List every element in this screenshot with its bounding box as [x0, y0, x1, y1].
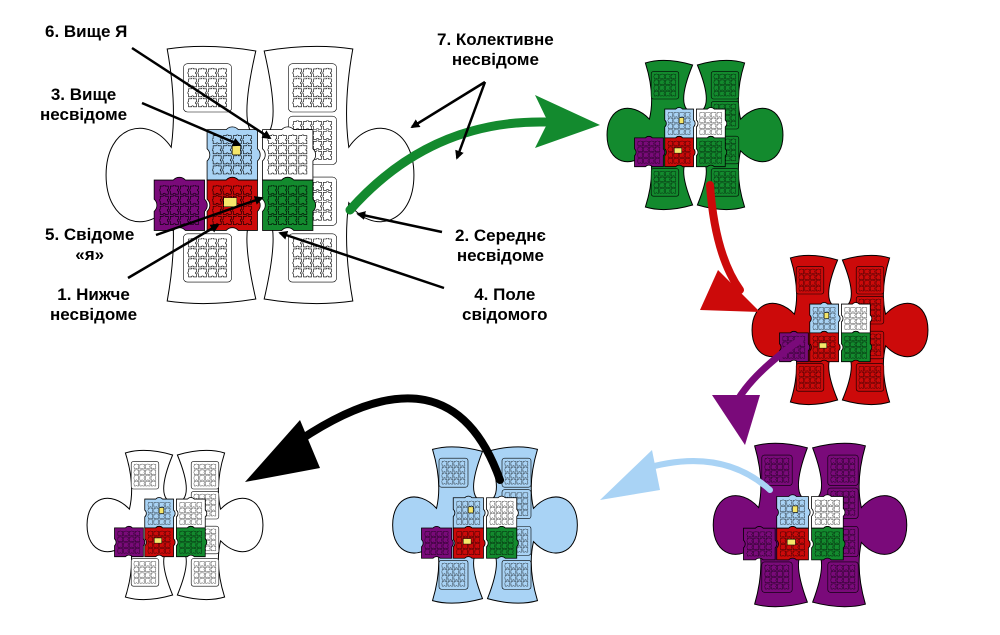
- piece-middle-unconscious: [841, 330, 873, 363]
- piece-higher-self: [792, 505, 798, 513]
- column-cell: [190, 461, 220, 490]
- column-cell: [183, 63, 232, 113]
- arrow-main-to-green: [345, 95, 600, 215]
- arrow-blue-to-white: [245, 394, 504, 484]
- label-line: 3. Вище: [50, 85, 117, 104]
- piece-higher-self: [823, 312, 830, 319]
- column-cell: [130, 461, 160, 490]
- arrow-red-to-purple: [712, 336, 804, 445]
- label-line: 6. Вище Я: [45, 22, 128, 41]
- column-cell: [438, 457, 469, 488]
- column-cell: [183, 233, 232, 283]
- label-higher-self: 6. Вище Я: [45, 22, 127, 42]
- pointer-middle-unconscious: [356, 211, 443, 234]
- column-cell: [855, 363, 885, 392]
- piece-lower-unconscious: [153, 176, 208, 231]
- piece-higher-self: [678, 117, 685, 124]
- pointer-lower-unconscious: [127, 223, 220, 280]
- column-cell: [827, 454, 859, 486]
- piece-lower-unconscious: [421, 526, 454, 559]
- piece-higher-self: [468, 506, 474, 514]
- label-line: 2. Середнє: [455, 226, 546, 245]
- puzzle-panel-green-stage: [606, 59, 784, 211]
- piece-conscious-i: [786, 539, 796, 546]
- arrow-green-to-red: [700, 181, 760, 312]
- piece-middle-unconscious: [176, 525, 208, 558]
- label-line: несвідоме: [40, 105, 128, 124]
- label-line: несвідоме: [50, 305, 138, 324]
- label-line: несвідоме: [456, 246, 545, 265]
- piece-conscious-i: [819, 342, 828, 349]
- piece-lower-unconscious: [634, 135, 666, 168]
- pointer-collective-2: [455, 81, 487, 160]
- pointer-conscious-i: [155, 196, 264, 237]
- puzzle-panel-white-stage: [86, 449, 264, 601]
- column-cell: [827, 561, 859, 593]
- column-cell: [795, 363, 825, 392]
- label-line: 7. Колективне: [437, 30, 554, 49]
- piece-lower-unconscious: [743, 526, 778, 561]
- column-cell: [761, 454, 793, 486]
- label-line: 4. Поле: [474, 285, 536, 304]
- label-line: «я»: [75, 245, 105, 264]
- puzzle-panel-main: [105, 45, 415, 305]
- column-cell: [130, 558, 160, 587]
- label-line: свідомого: [462, 305, 548, 324]
- puzzle-panel-blue-stage: [392, 446, 578, 604]
- piece-conscious-i: [223, 197, 238, 208]
- pointer-collective-1: [410, 80, 486, 129]
- piece-conscious-i: [462, 538, 472, 545]
- label-line: 1. Нижче: [57, 285, 130, 304]
- column-cell: [795, 266, 825, 295]
- pointer-higher-self: [131, 46, 272, 140]
- label-line: 5. Свідоме: [45, 225, 135, 244]
- arrow-purple-to-blue: [600, 450, 773, 500]
- piece-lower-unconscious: [114, 525, 146, 558]
- column-cell: [710, 168, 740, 197]
- piece-conscious-i: [154, 537, 163, 544]
- piece-collective: [262, 126, 317, 181]
- piece-middle-unconscious: [486, 526, 519, 559]
- puzzle-panel-purple-stage: [712, 442, 908, 608]
- column-cell: [190, 558, 220, 587]
- column-cell: [501, 457, 532, 488]
- column-cell: [501, 559, 532, 590]
- column-cell: [855, 266, 885, 295]
- column-cell: [650, 71, 680, 100]
- piece-higher-self: [232, 144, 241, 156]
- piece-collective: [176, 497, 208, 529]
- column-cell: [288, 63, 337, 113]
- piece-collective: [811, 494, 846, 529]
- column-cell: [710, 71, 740, 100]
- piece-collective: [486, 495, 519, 529]
- column-cell: [650, 168, 680, 197]
- column-cell: [761, 561, 793, 593]
- piece-middle-unconscious: [262, 176, 317, 231]
- piece-collective: [696, 107, 728, 139]
- pointer-field: [278, 231, 445, 290]
- piece-collective: [841, 302, 873, 334]
- label-line: несвідоме: [451, 50, 539, 69]
- column-cell: [438, 559, 469, 590]
- label-conscious-i: 5. Свідоме«я»: [45, 225, 134, 265]
- piece-middle-unconscious: [811, 526, 846, 561]
- puzzle-panel-red-stage: [751, 254, 929, 406]
- piece-higher-self: [158, 507, 165, 514]
- column-cell: [288, 233, 337, 283]
- piece-conscious-i: [674, 147, 683, 154]
- piece-middle-unconscious: [696, 135, 728, 168]
- pointer-higher-unconscious: [141, 101, 242, 147]
